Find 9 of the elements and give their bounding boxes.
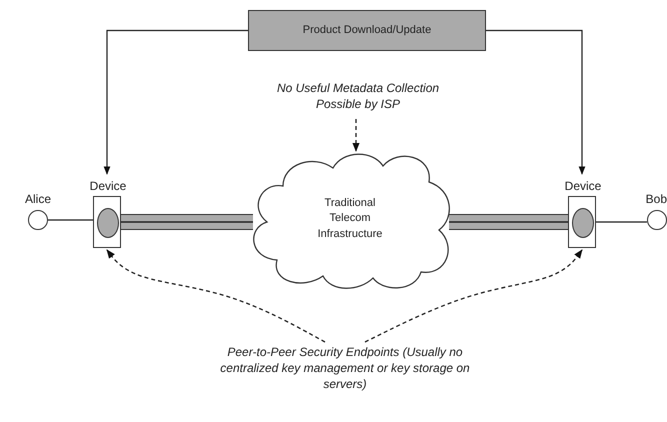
node-label: Bob [646, 192, 667, 206]
node-label: Alice [24, 192, 52, 206]
process-box [248, 10, 486, 51]
annotation-text: Peer-to-Peer Security Endpoints (Usually no centralized key management or key storage on servers) [219, 344, 471, 393]
node-label: Device [564, 179, 602, 193]
annotation-text: No Useful Metadata Collection Possible by ISP [276, 80, 440, 112]
box-label: Product Download/Update [302, 24, 432, 36]
cloud-label: Traditional Telecom Infrastructure [316, 196, 384, 242]
node-label: Device [88, 179, 128, 193]
